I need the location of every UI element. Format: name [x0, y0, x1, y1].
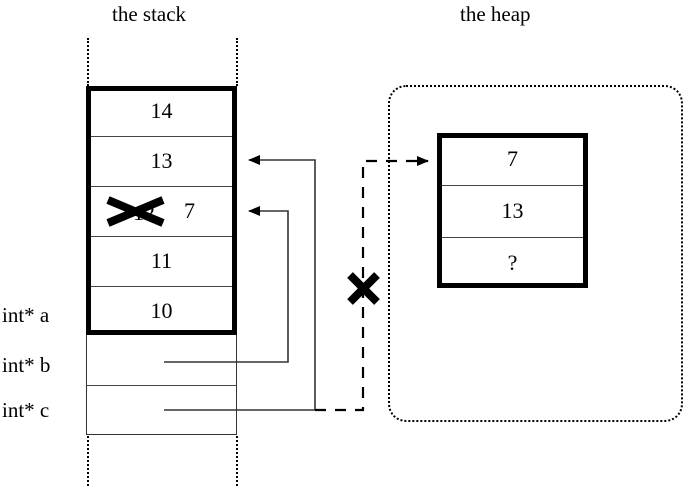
stack-guide-right-bottom [236, 436, 238, 486]
stack-cell: 11 [86, 236, 237, 286]
x-mark-invalid-pointer [347, 272, 380, 305]
stack-guide-left-top [87, 38, 89, 86]
stack-cell-overwritten: 12 7 [86, 186, 237, 236]
stack-guide-right-top [236, 38, 238, 86]
stack-cell-new-value: 7 [184, 198, 195, 223]
heap-cell: 7 [437, 133, 588, 184]
heap-cell: ? [437, 237, 588, 288]
stack-divider [91, 286, 232, 287]
heap-cell-value: ? [507, 249, 518, 275]
stack-divider [91, 236, 232, 237]
variable-label-b: int* b [2, 353, 51, 377]
heap-cell: 13 [437, 185, 588, 236]
stack-guide-left-bottom [87, 436, 89, 486]
heap-cell-value: 7 [507, 145, 518, 171]
stack-divider [91, 186, 232, 187]
variable-label-a: int* a [2, 303, 50, 327]
stack-title: the stack [112, 2, 187, 26]
heap-title: the heap [460, 2, 531, 26]
variable-label-c: int* c [2, 398, 50, 422]
stack-cell: 14 [86, 86, 237, 136]
stack-divider [86, 385, 237, 386]
stack-cell-value: 14 [150, 98, 173, 123]
stack-cell-old-value-text: 12 [133, 200, 155, 225]
stack-cell: 10 [86, 286, 237, 336]
heap-divider [442, 185, 583, 186]
stack-divider [91, 136, 232, 137]
stack-cell: 13 [86, 136, 237, 186]
stack-cell-old-value: 12 [120, 198, 168, 228]
heap-cell-value: 13 [501, 197, 524, 223]
heap-block [437, 133, 588, 288]
stack-cell-value: 10 [150, 298, 173, 323]
heap-divider [442, 237, 583, 238]
stack-cell-value: 13 [150, 148, 173, 173]
stack-cell-value: 11 [150, 248, 173, 273]
